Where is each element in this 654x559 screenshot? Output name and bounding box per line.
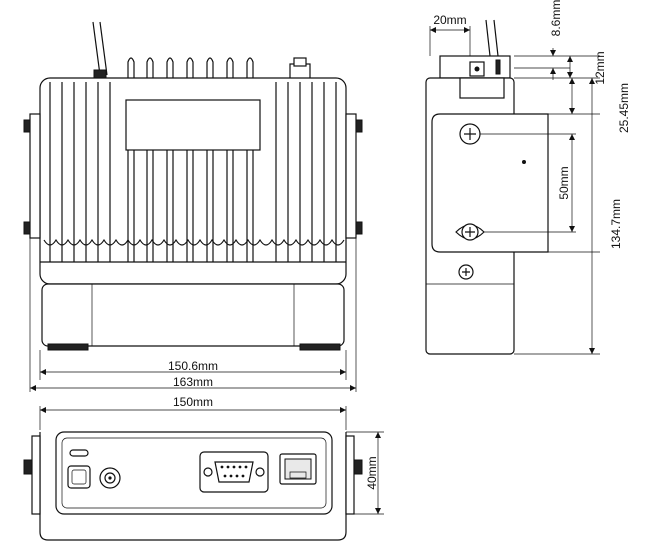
label-top-offset: 8.6mm [549,0,563,36]
bracket-right [345,113,357,239]
foot-right [299,343,341,351]
label-bracket-slot: 50mm [557,166,571,199]
foot-left [47,343,89,351]
power-button[interactable] [67,465,91,489]
side-view: 20mm [425,0,631,355]
label-mount-offset: 12mm [593,51,607,84]
label-overall-width: 163mm [173,375,213,389]
side-dimensions [480,48,600,355]
label-inner-width: 150.6mm [168,359,218,373]
rear-view: 150mm [23,395,384,541]
heatsink-pins [127,57,254,80]
front-view: 150.6mm 163mm [23,21,363,392]
label-overall-height: 134.7mm [609,199,623,249]
cable-clamp [93,69,107,79]
rear-bracket [39,432,347,541]
side-cable [485,19,499,57]
cable [92,21,108,76]
fin-ends [43,238,345,246]
label-side-depth: 20mm [433,13,466,27]
lower-chassis [41,283,345,347]
rf-connector-tip [293,57,307,67]
label-rear-height: 40mm [365,456,379,489]
side-bracket-plate [431,113,549,253]
label-bracket-offset: 25.45mm [617,83,631,133]
bracket-left [29,113,41,239]
led-indicator [69,449,89,457]
front-dimensions [29,238,357,392]
label-rear-width: 150mm [173,395,213,409]
label-plate [125,99,261,151]
